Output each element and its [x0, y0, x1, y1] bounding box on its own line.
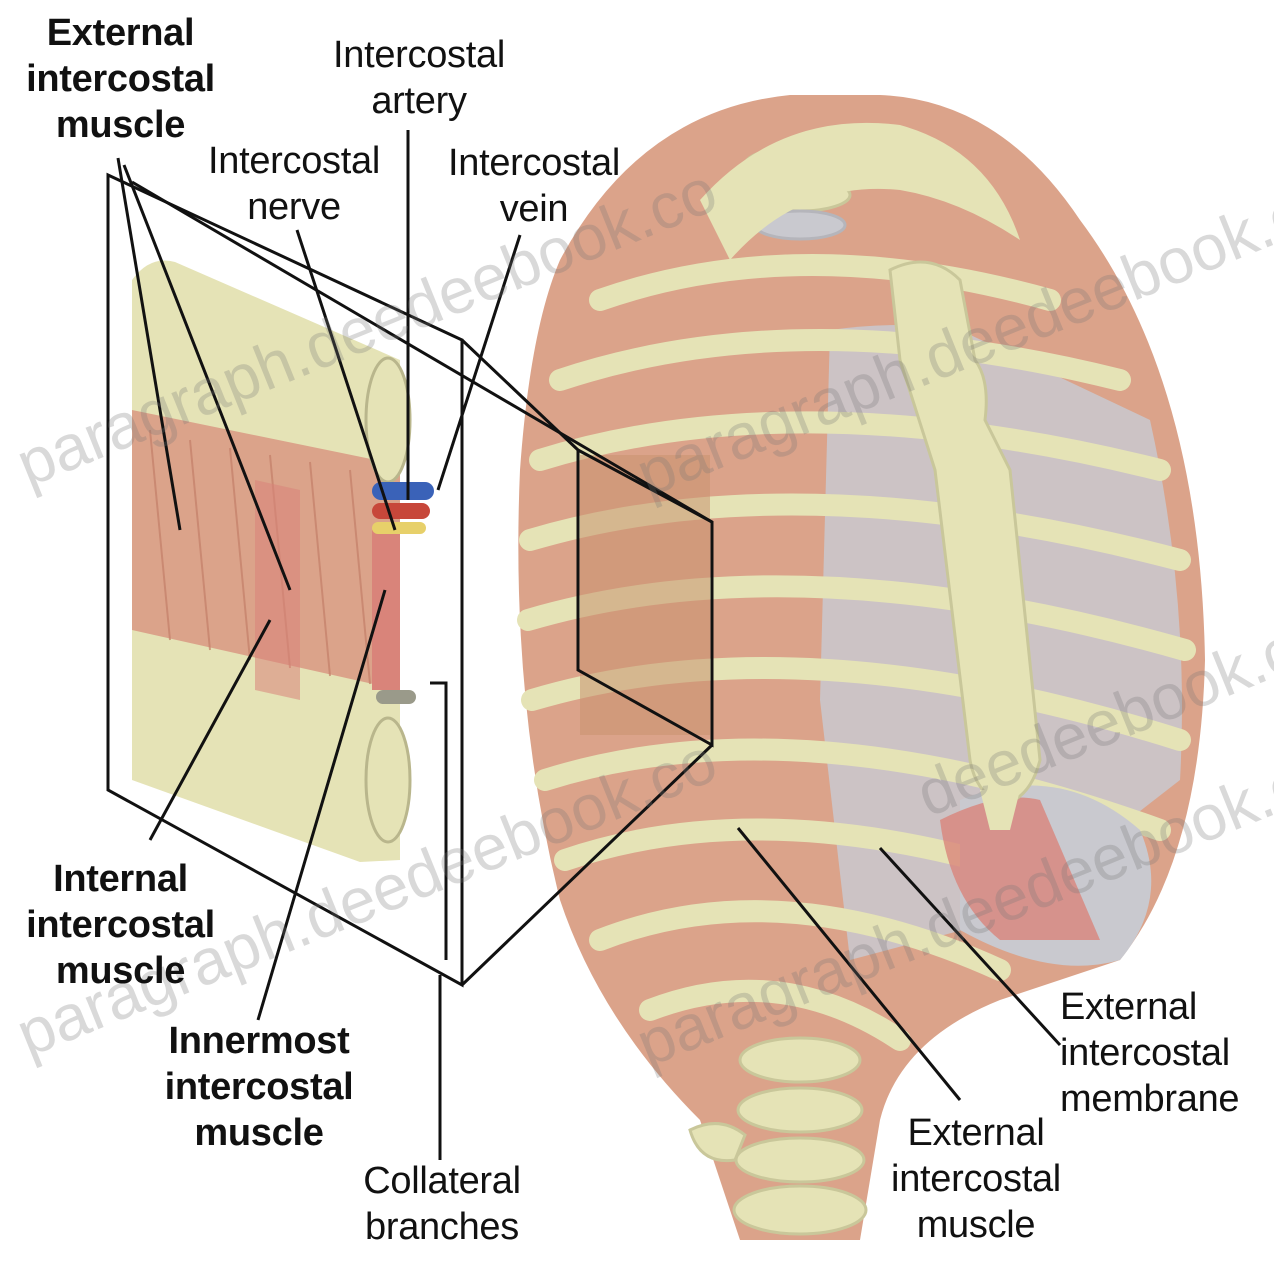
- label-internal-intercostal-muscle: Internal intercostal muscle: [8, 856, 233, 994]
- internal-intercostal-muscle-band: [255, 480, 300, 700]
- label-innermost-intercostal-muscle: Innermost intercostal muscle: [148, 1018, 370, 1156]
- innermost-muscle-strip: [372, 530, 400, 690]
- label-collateral-branches: Collateral branches: [346, 1158, 538, 1250]
- label-intercostal-nerve: Intercostal nerve: [190, 138, 398, 230]
- transverse-process: [690, 1124, 745, 1161]
- label-external-intercostal-membrane: External intercostal membrane: [1060, 984, 1270, 1122]
- artery-vessel: [372, 503, 430, 519]
- nerve-vessel: [372, 522, 426, 534]
- window-cutaway: [580, 455, 710, 735]
- label-intercostal-vein: Intercostal vein: [428, 140, 640, 232]
- lower-rib-section: [366, 718, 410, 842]
- label-external-intercostal-muscle-left: External intercostal muscle: [8, 10, 233, 148]
- label-intercostal-artery: Intercostal artery: [308, 32, 530, 124]
- collateral-branch-vessel: [376, 690, 416, 704]
- label-external-intercostal-muscle-right: External intercostal muscle: [870, 1110, 1082, 1248]
